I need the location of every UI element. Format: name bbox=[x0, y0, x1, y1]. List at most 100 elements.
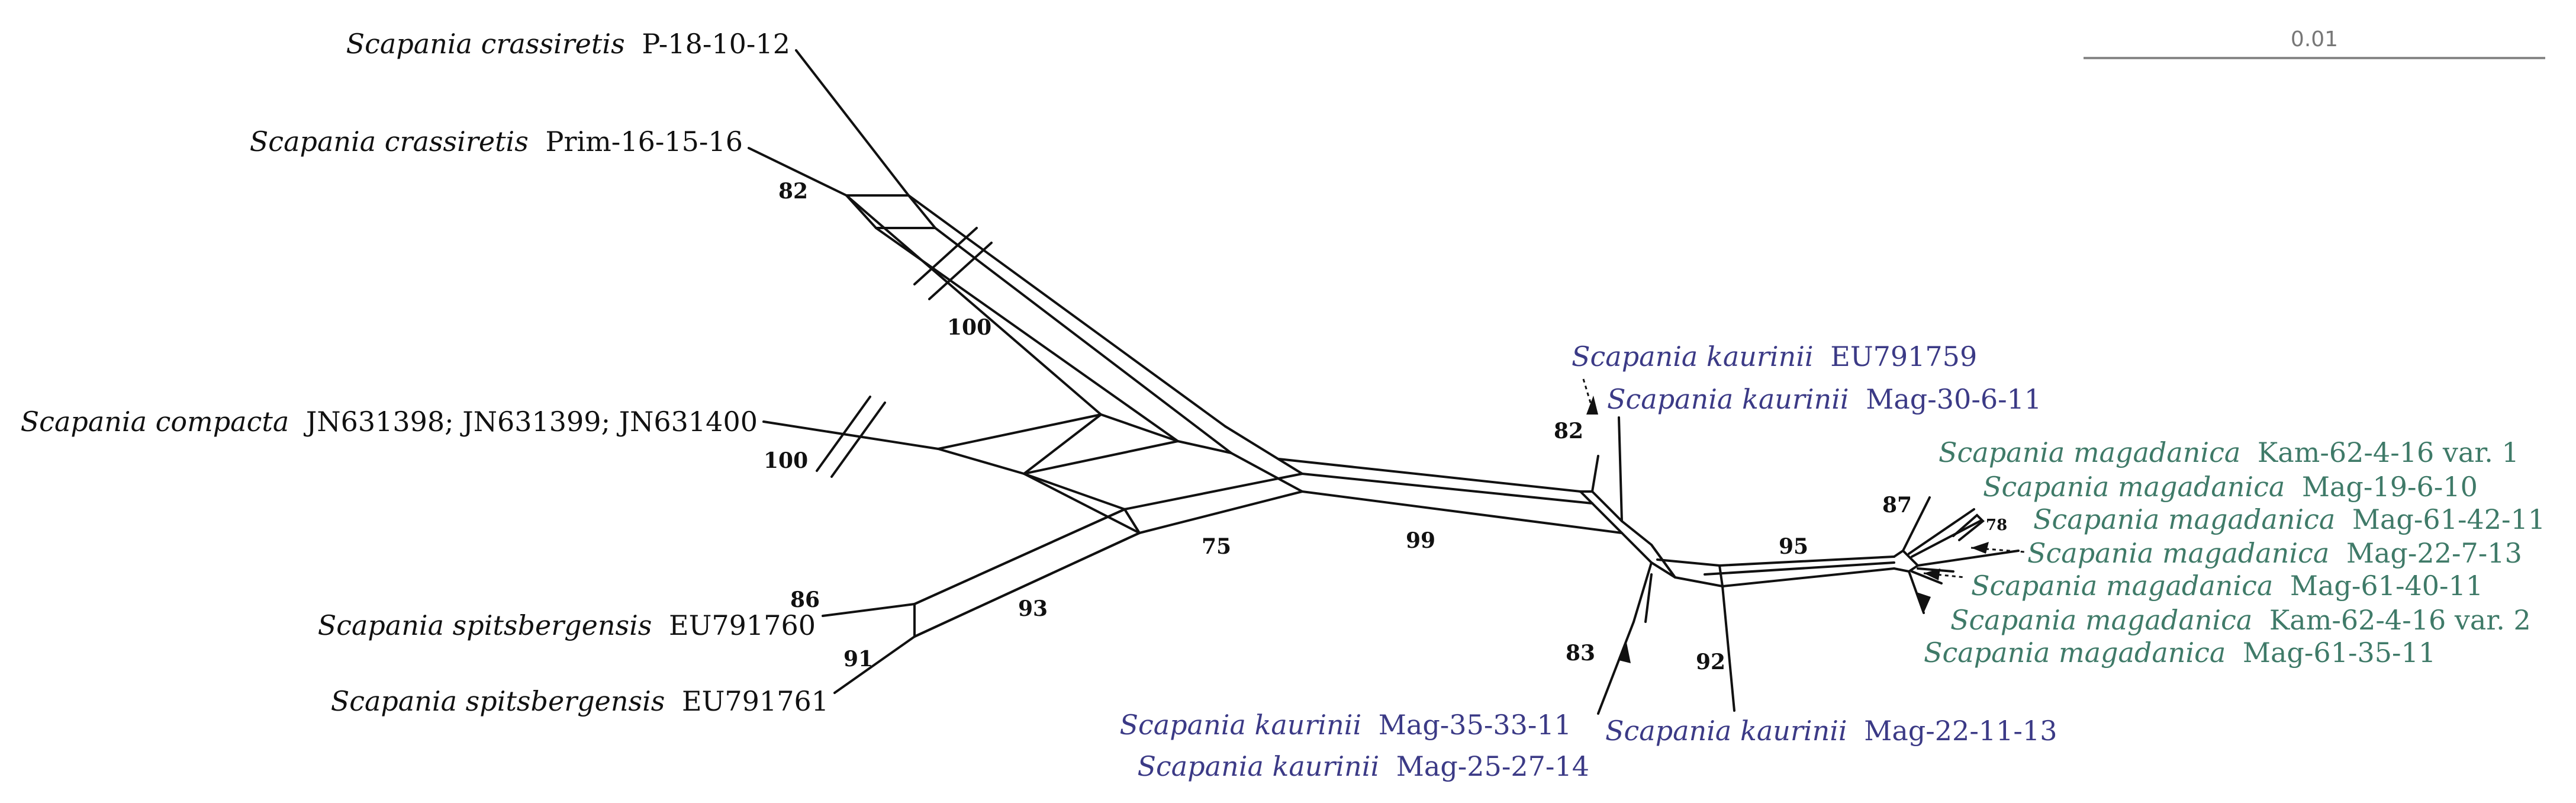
arrow-kaur-25 bbox=[1619, 643, 1631, 663]
edge-95-b bbox=[1721, 567, 1895, 587]
arrow-mag-40 bbox=[1924, 568, 1940, 580]
edge-spits-long-b bbox=[913, 532, 1141, 638]
support-100-crassiretis: 100 bbox=[947, 315, 991, 340]
edge-kaur-2 bbox=[1618, 416, 1623, 522]
edge-kaur-1 bbox=[1591, 455, 1599, 493]
support-78-magadanica: 78 bbox=[1986, 516, 2007, 534]
taxon-label-magadanica-mag61-35: Scapania magadanica Mag-61-35-11 bbox=[1924, 637, 2436, 669]
support-99-center: 99 bbox=[1406, 528, 1435, 553]
edge-kaur-box bbox=[1579, 490, 1676, 579]
taxon-label-kaurinii-mag25: Scapania kaurinii Mag-25-27-14 bbox=[1138, 750, 1589, 782]
taxon-genus: Scapania spitsbergensis bbox=[318, 609, 652, 641]
edge-mag-e bbox=[1911, 570, 1943, 584]
taxon-label-spitsbergensis-761: Scapania spitsbergensis EU791761 bbox=[331, 685, 829, 717]
edge-mag-box bbox=[1893, 549, 1920, 573]
taxon-label-magadanica-kam1: Scapania magadanica Kam-62-4-16 var. 1 bbox=[1939, 436, 2519, 468]
edge-comp-inner-4 bbox=[1177, 440, 1232, 454]
taxon-label-kaurinii-mag30: Scapania kaurinii Mag-30-6-11 bbox=[1607, 383, 2042, 415]
taxon-genus: Scapania kaurinii bbox=[1138, 750, 1380, 782]
taxon-label-compacta: Scapania compacta JN631398; JN631399; JN… bbox=[21, 406, 758, 438]
taxon-label-magadanica-mag19: Scapania magadanica Mag-19-6-10 bbox=[1983, 471, 2478, 503]
taxon-label-kaurinii-mag35: Scapania kaurinii Mag-35-33-11 bbox=[1120, 709, 1572, 741]
break-mark-comp-2 bbox=[830, 402, 886, 478]
taxon-genus: Scapania magadanica bbox=[1939, 436, 2240, 468]
taxon-specimen: EU791761 bbox=[682, 685, 829, 717]
support-100-compacta: 100 bbox=[764, 448, 808, 473]
taxon-genus: Scapania compacta bbox=[21, 406, 289, 438]
support-82-kaurinii: 82 bbox=[1554, 419, 1583, 444]
edge-spits-c2 bbox=[1138, 490, 1303, 534]
edge-center-99-a bbox=[1301, 473, 1593, 505]
taxon-specimen: EU791760 bbox=[669, 609, 816, 641]
taxon-genus: Scapania spitsbergensis bbox=[331, 685, 665, 717]
taxon-specimen: Mag-61-40-11 bbox=[2290, 570, 2483, 602]
arrow-markers bbox=[1586, 396, 1989, 663]
edge-compacta-box bbox=[937, 413, 1183, 476]
taxon-genus: Scapania magadanica bbox=[2027, 537, 2329, 569]
taxon-genus: Scapania magadanica bbox=[1924, 637, 2226, 669]
taxon-specimen: Kam-62-4-16 var. 1 bbox=[2258, 436, 2519, 468]
edge-95-a bbox=[1718, 555, 1895, 567]
edge-kaur-inner bbox=[1650, 544, 1724, 588]
taxon-genus: Scapania crassiretis bbox=[346, 28, 625, 60]
support-75-center: 75 bbox=[1202, 534, 1231, 559]
taxon-label-spitsbergensis-760: Scapania spitsbergensis EU791760 bbox=[318, 609, 816, 641]
support-93-spitsbergensis: 93 bbox=[1018, 596, 1048, 621]
edge-spits-c1 bbox=[1123, 473, 1303, 510]
taxon-genus: Scapania magadanica bbox=[1950, 604, 2252, 636]
taxon-label-magadanica-mag61-42: Scapania magadanica Mag-61-42-11 bbox=[2033, 503, 2545, 535]
edge-mag-b bbox=[1911, 520, 1981, 558]
edge-comp-inner-6 bbox=[1230, 452, 1303, 493]
support-83-kaurinii: 83 bbox=[1566, 641, 1595, 666]
taxon-genus: Scapania crassiretis bbox=[250, 126, 529, 158]
taxon-genus: Scapania magadanica bbox=[2033, 503, 2335, 535]
support-82-crassiretis: 82 bbox=[778, 179, 808, 204]
taxon-labels: Scapania crassiretis P-18-10-12 Scapania… bbox=[21, 28, 2545, 782]
edge-crassiretis-2 bbox=[748, 147, 848, 197]
taxon-specimen: Mag-22-7-13 bbox=[2346, 537, 2522, 569]
edge-spits-long-a bbox=[913, 508, 1126, 605]
edge-kaur-4 bbox=[1644, 573, 1653, 623]
taxon-genus: Scapania kaurinii bbox=[1120, 709, 1362, 741]
edge-compacta bbox=[762, 420, 939, 450]
edge-crass-long-c bbox=[907, 194, 1226, 428]
taxon-genus: Scapania magadanica bbox=[1971, 570, 2273, 602]
edge-crassiretis-1 bbox=[795, 49, 910, 197]
taxon-label-magadanica-mag61-40: Scapania magadanica Mag-61-40-11 bbox=[1971, 570, 2483, 602]
arrow-kaur-eu bbox=[1586, 396, 1598, 415]
edge-mag-78 bbox=[1952, 513, 1985, 541]
break-mark-crass-1 bbox=[913, 227, 978, 285]
edge-crassiretis-box bbox=[845, 194, 938, 229]
edge-crass-long-a bbox=[845, 194, 1102, 416]
taxon-label-crassiretis-prim: Scapania crassiretis Prim-16-15-16 bbox=[250, 126, 743, 158]
support-87-magadanica: 87 bbox=[1882, 493, 1912, 518]
arrow-mag-35 bbox=[1917, 592, 1931, 613]
support-92-kaurinii: 92 bbox=[1696, 650, 1725, 674]
edge-center-99-b bbox=[1301, 490, 1623, 534]
edge-comp-inner-1 bbox=[1023, 413, 1102, 475]
edge-spits-c3 bbox=[1123, 508, 1141, 534]
taxon-genus: Scapania kaurinii bbox=[1607, 383, 1849, 415]
edge-spits-1 bbox=[822, 603, 916, 617]
taxon-specimen: P-18-10-12 bbox=[642, 28, 790, 60]
taxon-specimen: JN631398; JN631399; JN631400 bbox=[304, 406, 758, 438]
leader-kaur-eu bbox=[1582, 378, 1593, 409]
taxon-specimen: Mag-19-6-10 bbox=[2302, 471, 2478, 503]
taxon-specimen: Mag-61-42-11 bbox=[2352, 503, 2545, 535]
taxon-specimen: Prim-16-15-16 bbox=[546, 126, 743, 158]
edge-kaur-leaf-3 bbox=[1597, 621, 1635, 715]
edge-mag-87 bbox=[1902, 496, 1931, 552]
edge-comp-inner-2 bbox=[1023, 473, 1126, 510]
support-95-magadanica: 95 bbox=[1779, 534, 1808, 559]
taxon-label-magadanica-mag22: Scapania magadanica Mag-22-7-13 bbox=[2027, 537, 2522, 569]
edge-kaur-5 bbox=[1721, 585, 1735, 712]
edge-mag-a bbox=[1908, 508, 1975, 555]
taxon-genus: Scapania kaurinii bbox=[1605, 715, 1847, 747]
edge-crass-long-b bbox=[875, 227, 1179, 442]
edge-mag-f bbox=[1908, 570, 1925, 614]
taxon-label-magadanica-kam2: Scapania magadanica Kam-62-4-16 var. 2 bbox=[1950, 604, 2531, 636]
edge-spits-2 bbox=[833, 635, 916, 694]
taxon-genus: Scapania kaurinii bbox=[1572, 341, 1814, 372]
taxon-specimen: Mag-35-33-11 bbox=[1379, 709, 1572, 741]
